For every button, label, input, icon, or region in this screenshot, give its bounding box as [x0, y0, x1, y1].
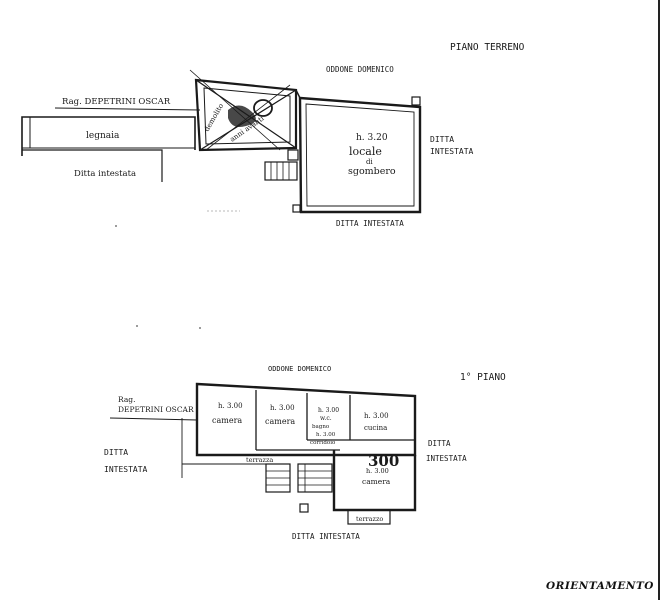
first-floor-property-line-west [109, 417, 198, 421]
storage-name-1: locale [349, 145, 382, 158]
big-room-height: h. 3.00 [366, 467, 389, 475]
ground-floor-ditta-bottom: DITTA INTESTATA [336, 219, 404, 228]
legnaia-shed [21, 116, 196, 156]
property-line-west [54, 107, 201, 111]
room-2-height: h. 3.00 [270, 404, 295, 412]
legnaia-label: legnaia [86, 131, 120, 141]
first-floor-ditta-right-2: INTESTATA [426, 454, 467, 463]
first-floor-plan: 1° PIANO ODDONE DOMENICO Rag. DEPETRINI … [104, 365, 506, 541]
ground-floor-post-ne [411, 96, 421, 106]
big-room-name: camera [362, 477, 391, 486]
first-floor-stairs [265, 463, 333, 493]
ground-floor-stairs [264, 161, 298, 181]
storage-name-3: sgombero [348, 166, 396, 177]
orientation-label: ORIENTAMENTO [546, 580, 654, 592]
first-floor-ditta-bottom: DITTA INTESTATA [292, 532, 360, 541]
ground-floor-north-neighbor: ODDONE DOMENICO [326, 65, 394, 74]
first-floor-post-sw [299, 503, 309, 513]
terrace-1-label: terrazza [246, 456, 273, 464]
first-floor-ditta-left-1: DITTA [104, 448, 128, 457]
room-2-name: camera [265, 417, 295, 426]
corridor-height: h. 3.00 [316, 432, 336, 438]
ground-floor-post-sw [292, 204, 301, 213]
ground-floor-ditta-right-2: INTESTATA [430, 147, 474, 156]
first-floor-ditta-left-2: INTESTATA [104, 465, 148, 474]
bagno-label: bagno [312, 424, 330, 430]
room-4-height: h. 3.00 [364, 412, 389, 420]
terrace-2-label: terrazzo [356, 515, 383, 523]
demolished-room [189, 69, 298, 152]
first-floor-west-neighbor-2: DEPETRINI OSCAR [118, 405, 194, 414]
ground-floor-west-neighbor: Rag. DEPETRINI OSCAR [62, 97, 171, 107]
storage-height: h. 3.20 [356, 133, 388, 143]
room-3-name: w.c. [320, 415, 332, 422]
room-area-number: 300 [368, 452, 399, 470]
first-floor-north-neighbor: ODDONE DOMENICO [268, 365, 331, 373]
room-1-height: h. 3.00 [218, 402, 243, 410]
first-floor-title: 1° PIANO [460, 372, 506, 383]
ditta-left-boundary [22, 149, 163, 182]
ground-floor-ditta-right-1: DITTA [430, 135, 454, 144]
ground-floor-title: PIANO TERRENO [450, 42, 525, 53]
first-floor-lower-room [332, 450, 417, 525]
corridor-label: corridoio [310, 440, 336, 446]
first-floor-ditta-right-1: DITTA [428, 439, 451, 448]
demolished-note-1: demolito [203, 102, 225, 133]
ground-floor-plan: PIANO TERRENO ODDONE DOMENICO Rag. DEPET… [21, 42, 525, 228]
ground-floor-ditta-left: Ditta intestata [74, 169, 136, 179]
room-1-name: camera [212, 416, 242, 425]
room-3-height: h. 3.00 [318, 407, 339, 414]
first-floor-west-neighbor-1: Rag. [118, 395, 135, 404]
ground-floor-pillar [287, 149, 299, 161]
storage-name-2: di [366, 158, 373, 166]
storage-room [295, 89, 422, 214]
drafting-marks [115, 210, 240, 329]
room-4-name: cucina [364, 424, 387, 432]
